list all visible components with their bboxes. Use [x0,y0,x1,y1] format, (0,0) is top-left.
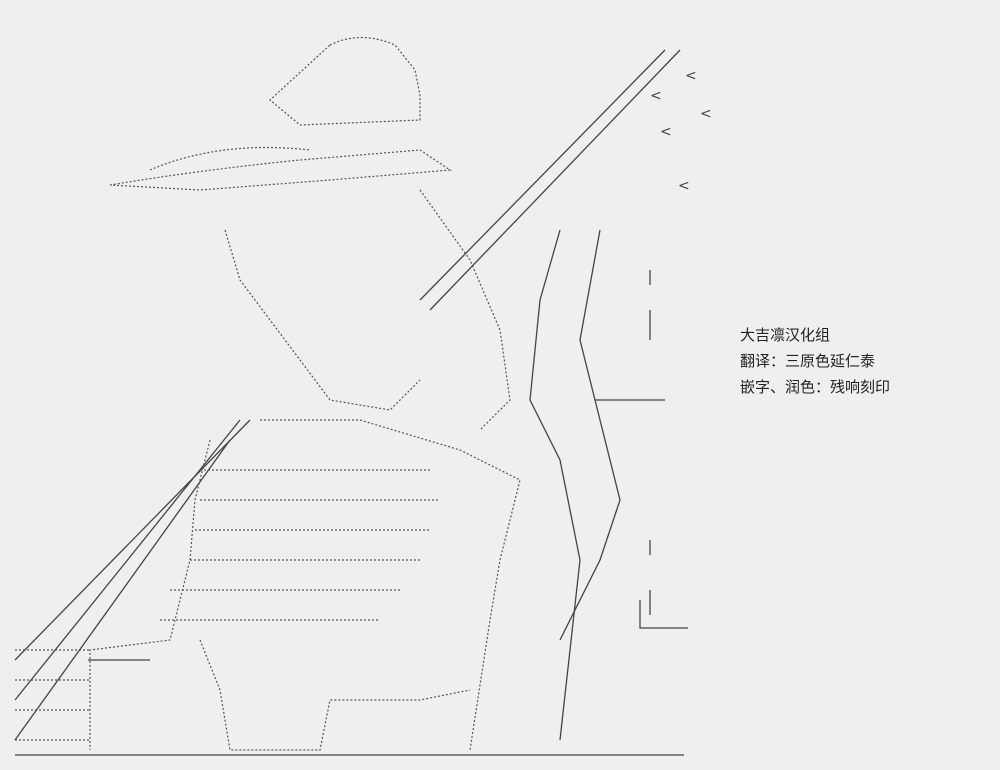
right-figure-2 [559,229,621,641]
diagonal-line [14,419,241,701]
arm [199,639,471,751]
chevron-mark: < [700,106,712,122]
hat-brim-left [149,146,311,171]
diagonal-line [14,439,231,741]
chevron-mark: < [685,68,697,84]
credits-translation: 翻译：三原色延仁泰 [740,352,876,370]
body [89,439,211,750]
credits-block: 大吉凛汉化组 翻译：三原色延仁泰 嵌字、润色：残响刻印 [740,322,890,400]
diagonal-line [419,49,666,301]
chevron-mark: < [650,88,662,104]
coat [260,419,521,751]
right-figure [529,229,581,741]
hat-crown [269,36,421,126]
face [224,229,421,411]
credits-group: 大吉凛汉化组 [740,326,831,344]
right-box [595,399,688,629]
blanket [160,469,440,621]
credits-typesetting: 嵌字、润色：残响刻印 [740,378,891,396]
diagonal-line [429,49,681,311]
chevron-mark: < [660,124,672,140]
diagonal-line [14,419,251,661]
hat-brim [109,149,452,191]
chevron-mark: < [678,178,690,194]
left-blocks [15,649,90,741]
hair-right [419,189,511,431]
